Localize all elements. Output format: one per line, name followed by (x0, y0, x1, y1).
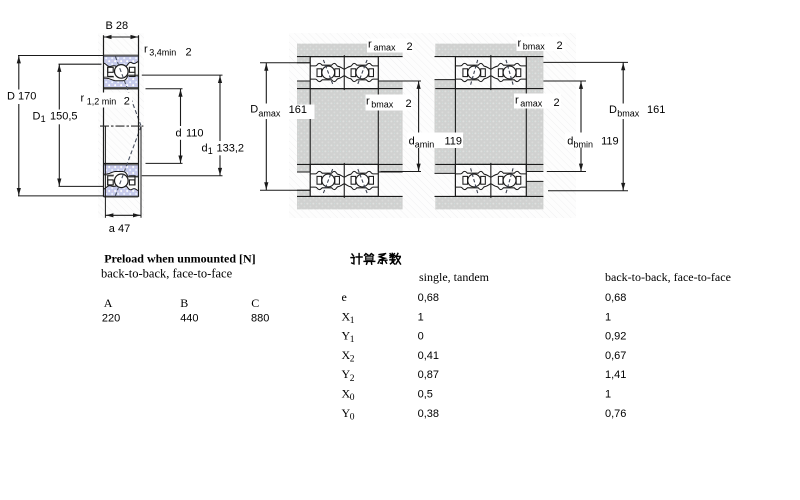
svg-text:119: 119 (445, 136, 463, 148)
svg-text:220: 220 (102, 313, 120, 325)
svg-text:2: 2 (124, 96, 130, 108)
svg-text:1: 1 (41, 114, 46, 124)
svg-text:2: 2 (554, 97, 560, 109)
svg-text:d: d (567, 136, 573, 148)
svg-text:2: 2 (350, 355, 355, 365)
svg-text:150,5: 150,5 (50, 111, 78, 123)
svg-text:3,4min: 3,4min (149, 48, 176, 58)
svg-text:amax: amax (258, 108, 281, 118)
svg-text:133,2: 133,2 (217, 143, 245, 155)
svg-text:2: 2 (350, 374, 355, 384)
svg-text:1,2 min: 1,2 min (87, 97, 117, 107)
svg-text:0,68: 0,68 (418, 292, 439, 304)
svg-text:0,41: 0,41 (418, 350, 439, 362)
svg-text:0: 0 (418, 331, 424, 343)
svg-text:Y: Y (342, 406, 351, 420)
svg-text:440: 440 (180, 313, 198, 325)
svg-text:0,92: 0,92 (605, 331, 626, 343)
svg-text:e: e (342, 290, 347, 304)
svg-text:d: d (176, 127, 182, 139)
svg-text:B: B (180, 296, 188, 310)
svg-text:0,87: 0,87 (418, 369, 439, 381)
svg-text:amax: amax (520, 99, 543, 109)
svg-text:A: A (104, 296, 113, 310)
svg-text:0,68: 0,68 (605, 292, 626, 304)
svg-text:161: 161 (289, 104, 307, 116)
svg-text:r: r (515, 95, 519, 107)
svg-text:880: 880 (251, 313, 269, 325)
svg-text:1: 1 (208, 146, 213, 156)
svg-text:0,5: 0,5 (418, 389, 433, 401)
svg-text:d: d (409, 136, 415, 148)
svg-text:0: 0 (350, 393, 355, 403)
svg-text:D 170: D 170 (7, 91, 36, 103)
svg-text:C: C (251, 296, 259, 310)
svg-text:bmax: bmax (617, 109, 640, 119)
svg-text:X: X (342, 348, 351, 362)
svg-text:0,38: 0,38 (418, 408, 439, 420)
svg-text:back-to-back, face-to-face: back-to-back, face-to-face (101, 267, 233, 281)
svg-text:0,67: 0,67 (605, 350, 626, 362)
svg-text:B 28: B 28 (106, 20, 129, 32)
svg-text:single, tandem: single, tandem (419, 270, 490, 284)
svg-text:1: 1 (350, 316, 355, 326)
svg-text:amin: amin (415, 139, 435, 149)
svg-text:0,76: 0,76 (605, 408, 626, 420)
svg-text:0: 0 (350, 412, 355, 422)
svg-text:110: 110 (186, 127, 204, 139)
svg-text:Y: Y (342, 367, 351, 381)
svg-text:r: r (368, 39, 372, 51)
svg-text:2: 2 (407, 41, 413, 53)
svg-text:bmax: bmax (371, 100, 394, 110)
svg-text:119: 119 (601, 136, 619, 148)
svg-text:r: r (366, 96, 370, 108)
svg-text:r: r (518, 38, 522, 50)
svg-text:r: r (81, 93, 85, 105)
svg-text:2: 2 (406, 98, 412, 110)
svg-text:Y: Y (342, 329, 351, 343)
svg-text:Preload when unmounted [N]: Preload when unmounted [N] (104, 252, 255, 266)
svg-text:1: 1 (418, 311, 424, 323)
svg-text:X: X (342, 309, 351, 323)
svg-text:bmin: bmin (574, 140, 594, 150)
svg-text:D: D (33, 111, 41, 123)
svg-text:amax: amax (374, 43, 397, 53)
svg-text:1: 1 (605, 389, 611, 401)
svg-text:X: X (342, 387, 351, 401)
svg-text:D: D (250, 104, 258, 116)
svg-text:D: D (609, 104, 617, 116)
svg-text:161: 161 (647, 104, 665, 116)
svg-text:1: 1 (350, 335, 355, 345)
svg-text:d: d (202, 143, 208, 155)
svg-text:bmax: bmax (523, 42, 546, 52)
svg-text:1: 1 (605, 311, 611, 323)
svg-text:r: r (144, 44, 148, 56)
svg-text:a 47: a 47 (109, 223, 130, 235)
svg-text:2: 2 (186, 47, 192, 59)
svg-text:1,41: 1,41 (605, 369, 626, 381)
svg-text:back-to-back, face-to-face: back-to-back, face-to-face (605, 270, 731, 284)
svg-text:2: 2 (557, 40, 563, 52)
